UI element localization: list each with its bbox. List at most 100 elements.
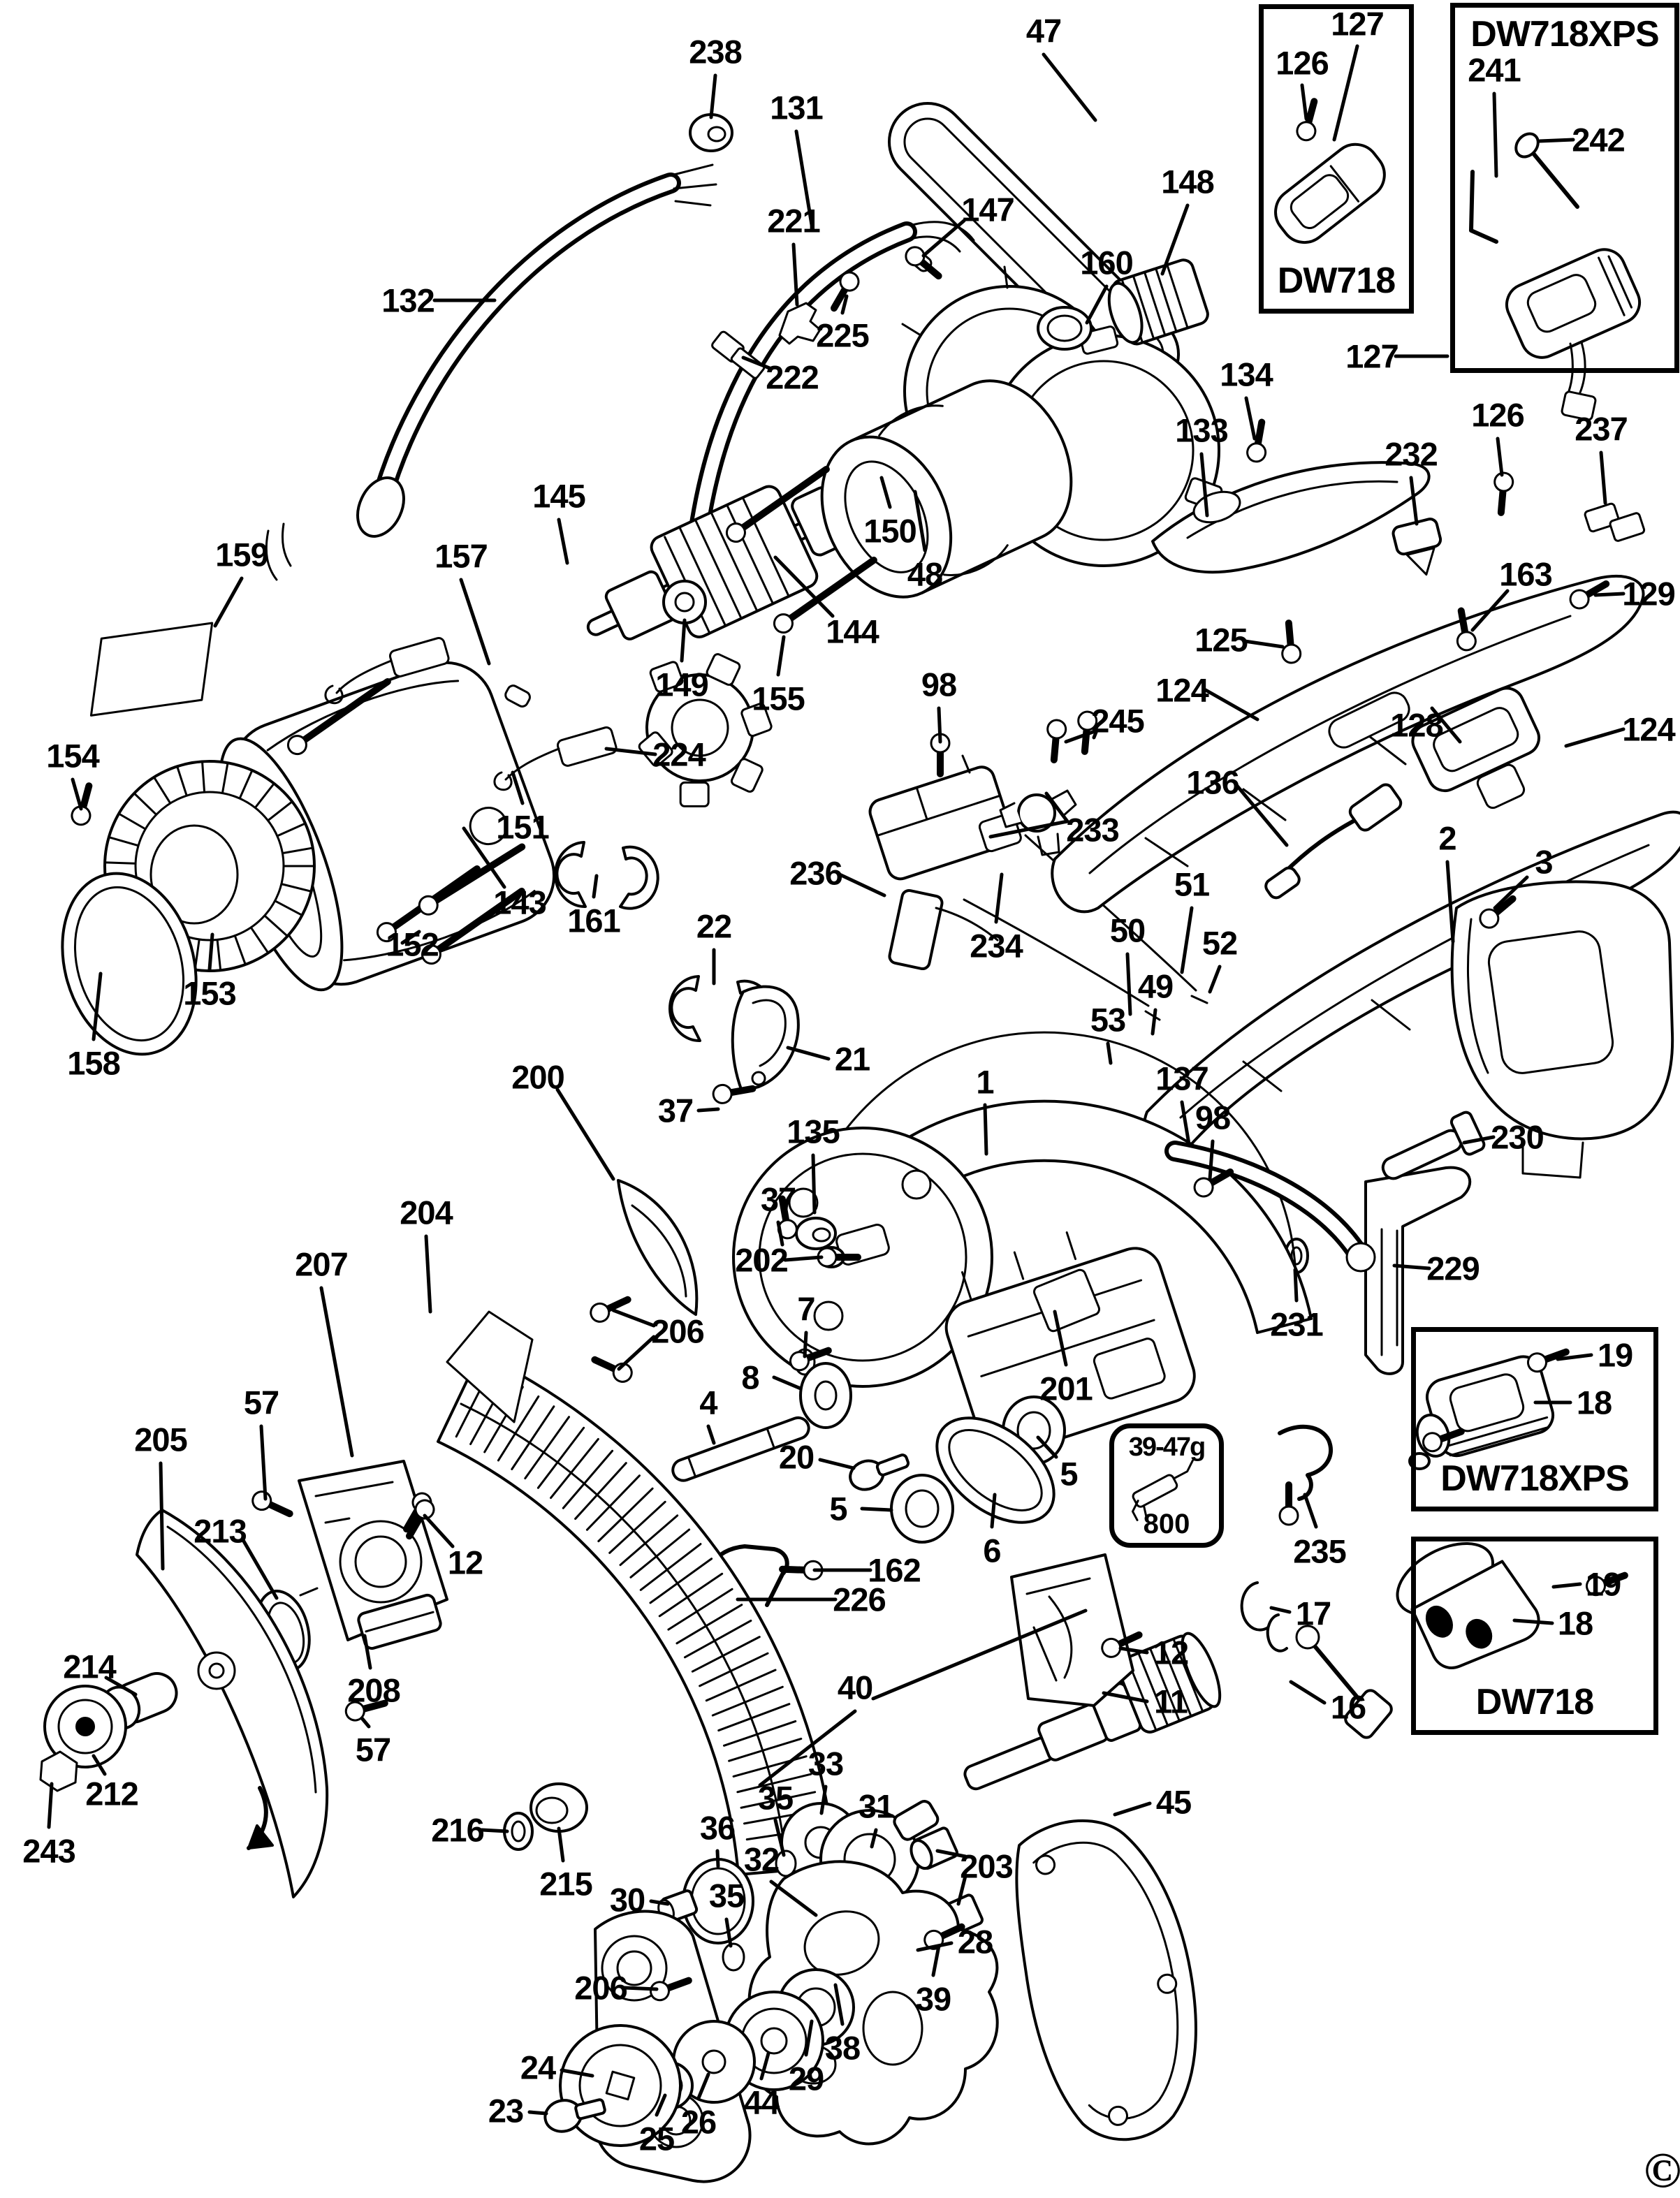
part-label: 150 bbox=[863, 512, 916, 550]
part-label: 23 bbox=[488, 2092, 524, 2130]
part-label: 229 bbox=[1426, 1250, 1480, 1287]
part-label: 20 bbox=[778, 1438, 815, 1476]
part-label: 11 bbox=[1154, 1683, 1188, 1720]
part-label: 12 bbox=[447, 1544, 483, 1581]
part-label: 44 bbox=[743, 2083, 780, 2121]
part-label: 35 bbox=[708, 1877, 745, 1914]
part-label: 221 bbox=[767, 202, 820, 240]
part-label: 233 bbox=[1066, 811, 1119, 849]
part-label: 135 bbox=[787, 1113, 840, 1150]
clamp-icon bbox=[554, 841, 659, 910]
part-label: 37 bbox=[760, 1180, 796, 1218]
part-label: 51 bbox=[1174, 865, 1210, 903]
part-label: 26 bbox=[680, 2103, 717, 2141]
part-label: 208 bbox=[347, 1671, 400, 1709]
part-label: 161 bbox=[567, 902, 620, 939]
part-label: 3 bbox=[1535, 843, 1553, 881]
part-label: 129 bbox=[1622, 575, 1675, 613]
inset-title: DW718XPS bbox=[1470, 14, 1659, 54]
part-label: 230 bbox=[1491, 1118, 1544, 1156]
part-label: 207 bbox=[295, 1245, 348, 1283]
part-label: 32 bbox=[743, 1840, 780, 1878]
part-label: 213 bbox=[193, 1512, 247, 1550]
part-label: 143 bbox=[493, 884, 546, 921]
part-label: 4 bbox=[699, 1384, 717, 1421]
part-label: 50 bbox=[1109, 911, 1146, 949]
part-label: 206 bbox=[651, 1312, 704, 1350]
part-label: 137 bbox=[1155, 1060, 1208, 1097]
grease-gun-icon bbox=[1131, 1459, 1194, 1523]
part-label: 21 bbox=[834, 1040, 870, 1078]
part-label: 5 bbox=[829, 1490, 847, 1527]
threaded-plug-icon bbox=[1107, 258, 1209, 346]
copyright-symbol: © bbox=[1644, 2142, 1680, 2198]
part-label: 159 bbox=[215, 536, 268, 573]
part-label: 18 bbox=[1557, 1604, 1593, 1642]
part-label: 24 bbox=[520, 2049, 556, 2086]
part-label: 205 bbox=[134, 1421, 187, 1458]
part-label: 153 bbox=[183, 974, 236, 1012]
part-label: 201 bbox=[1039, 1370, 1093, 1407]
part-label: 212 bbox=[85, 1775, 138, 1812]
part-label: 57 bbox=[243, 1384, 279, 1421]
part-label: 238 bbox=[689, 33, 742, 71]
part-label: 47 bbox=[1025, 12, 1062, 50]
part-label: 206 bbox=[574, 1969, 627, 2007]
part-label: 124 bbox=[1155, 671, 1208, 709]
part-label: 134 bbox=[1220, 356, 1273, 393]
part-label: 98 bbox=[921, 666, 957, 703]
part-label: 45 bbox=[1155, 1783, 1192, 1821]
part-label: 8 bbox=[741, 1358, 759, 1396]
inset-box-dw718-top: DW718 bbox=[1259, 4, 1414, 314]
part-label: 224 bbox=[652, 735, 706, 773]
part-label: 48 bbox=[907, 555, 943, 593]
part-label: 151 bbox=[496, 808, 549, 846]
part-label: 124 bbox=[1622, 710, 1675, 748]
part-label: 157 bbox=[434, 537, 488, 575]
part-label: 127 bbox=[1331, 5, 1384, 43]
part-label: 29 bbox=[788, 2060, 824, 2097]
part-label: 128 bbox=[1390, 706, 1443, 744]
part-label: 132 bbox=[381, 281, 434, 319]
part-label: 158 bbox=[67, 1044, 120, 1082]
part-label: 242 bbox=[1572, 121, 1625, 159]
part-label: 231 bbox=[1270, 1305, 1323, 1343]
part-label: 149 bbox=[655, 666, 708, 703]
part-label: 160 bbox=[1080, 244, 1133, 281]
part-label: 237 bbox=[1575, 410, 1628, 448]
part-label: 155 bbox=[752, 680, 805, 717]
grease-amount: 39-47g bbox=[1128, 1433, 1206, 1462]
part-label: 154 bbox=[46, 737, 99, 775]
part-label: 148 bbox=[1161, 163, 1214, 200]
grease-code: 800 bbox=[1143, 1509, 1190, 1539]
part-label: 28 bbox=[957, 1923, 993, 1961]
part-label: 163 bbox=[1499, 555, 1552, 593]
part-label: 126 bbox=[1471, 396, 1524, 434]
grommet-icon bbox=[689, 113, 733, 152]
part-label: 225 bbox=[816, 316, 869, 354]
part-label: 5 bbox=[1060, 1455, 1078, 1493]
part-label: 152 bbox=[386, 925, 439, 963]
part-label: 2 bbox=[1438, 819, 1456, 857]
inset-title: DW718XPS bbox=[1440, 1458, 1629, 1499]
part-label: 241 bbox=[1468, 51, 1521, 89]
part-label: 243 bbox=[22, 1832, 75, 1870]
part-label: 37 bbox=[657, 1092, 694, 1129]
part-label: 235 bbox=[1293, 1532, 1346, 1570]
part-label: 127 bbox=[1345, 337, 1398, 375]
part-label: 133 bbox=[1175, 411, 1228, 449]
part-label: 36 bbox=[699, 1809, 736, 1847]
part-label: 17 bbox=[1295, 1595, 1331, 1632]
part-label: 126 bbox=[1276, 44, 1329, 82]
part-label: 236 bbox=[789, 854, 842, 892]
part-label: 39 bbox=[915, 1980, 951, 2018]
part-label: 202 bbox=[735, 1241, 788, 1279]
part-label: 57 bbox=[355, 1731, 391, 1768]
part-label: 40 bbox=[837, 1669, 873, 1706]
part-label: 16 bbox=[1330, 1688, 1366, 1726]
grease-note-box: 39-47g 800 bbox=[1109, 1423, 1224, 1548]
part-label: 147 bbox=[961, 191, 1014, 228]
part-label: 245 bbox=[1091, 702, 1144, 740]
